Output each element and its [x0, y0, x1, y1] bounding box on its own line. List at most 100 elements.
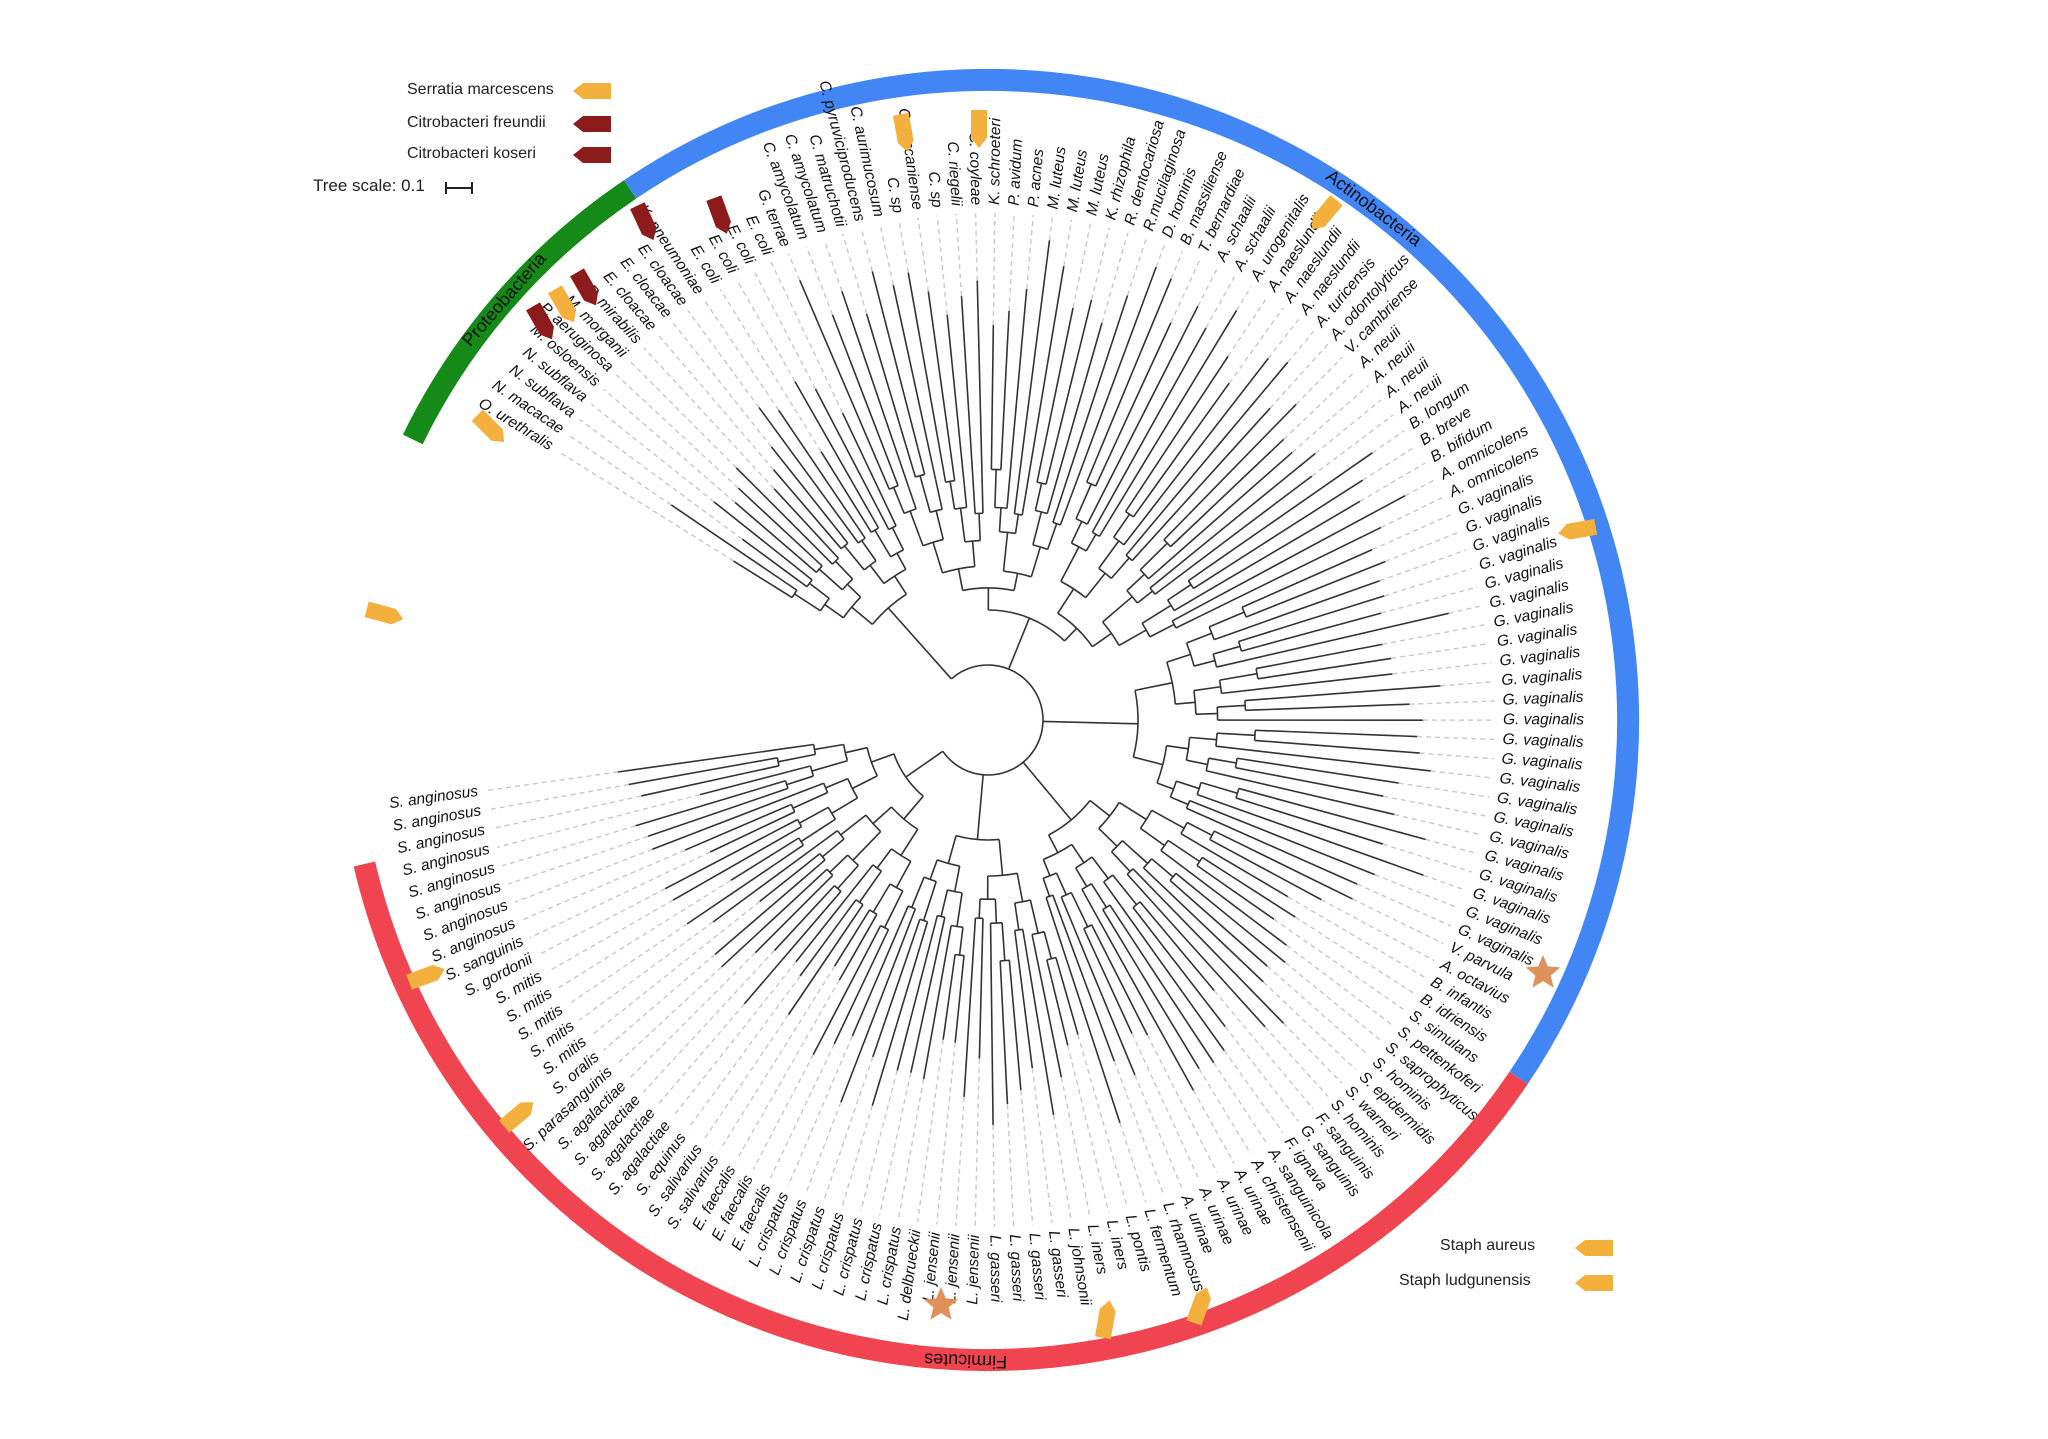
marker-arrow-icon — [365, 602, 406, 627]
branch — [1076, 868, 1087, 887]
branch — [1137, 591, 1152, 603]
branch — [1014, 573, 1017, 590]
leaf-guide — [1274, 919, 1404, 1010]
branch — [1239, 788, 1273, 797]
legend-item-staph-aureus: Staph aureus — [1440, 1237, 1535, 1255]
branch — [979, 899, 980, 918]
branch — [1082, 889, 1093, 909]
branch — [835, 561, 852, 579]
branch — [1087, 450, 1100, 482]
branch — [888, 608, 951, 679]
branch — [1001, 442, 1002, 470]
branch — [1171, 452, 1292, 558]
branch — [933, 542, 942, 573]
branch — [1194, 661, 1215, 666]
leaf-guide — [993, 213, 995, 325]
branch — [838, 865, 859, 888]
branch — [854, 865, 873, 889]
branch — [1239, 634, 1263, 641]
branch — [1171, 476, 1312, 582]
leaf-guide — [1120, 1123, 1146, 1202]
branch — [936, 511, 943, 540]
leaf-guide — [502, 826, 635, 866]
leaf-guide — [658, 1004, 745, 1105]
leaf-guide — [788, 1036, 852, 1186]
leaf-guide — [522, 850, 685, 920]
branch — [1122, 841, 1147, 864]
branch — [1242, 593, 1274, 607]
leaf-guide — [1380, 550, 1466, 581]
branch — [794, 594, 820, 611]
leaf-guide — [1372, 431, 1404, 453]
leaf-guide — [1382, 625, 1486, 645]
branch — [1007, 478, 1010, 508]
branch — [1150, 624, 1174, 636]
branch — [835, 934, 855, 967]
leaf-guide — [956, 214, 961, 296]
leaf-guide — [569, 435, 672, 505]
branch — [1086, 573, 1105, 597]
leaf-label: G. vaginalis — [1502, 689, 1584, 709]
branch — [788, 934, 843, 1015]
leaf-guide — [1383, 796, 1486, 816]
leaf-guide — [508, 836, 648, 884]
leaf-guide — [1431, 771, 1492, 778]
branch — [1046, 465, 1051, 484]
leaf-guide — [688, 976, 800, 1129]
leaf-guide — [1409, 701, 1494, 704]
branch — [800, 280, 880, 466]
branch — [1002, 923, 1005, 961]
branch — [750, 758, 778, 763]
leaf-guide — [1295, 917, 1415, 994]
leaf-label: C. sp — [925, 171, 946, 209]
leaf-guide — [688, 311, 759, 408]
leaf-guide — [548, 900, 673, 972]
branch — [1023, 929, 1029, 964]
branch — [1210, 840, 1228, 849]
leaf-guide — [1267, 966, 1368, 1055]
branch — [979, 513, 980, 540]
legend-label: Serratia marcescens — [407, 81, 554, 98]
branch — [780, 579, 797, 590]
branch — [771, 584, 792, 597]
branch — [1209, 758, 1237, 763]
branch — [1286, 658, 1392, 674]
leaf-guide — [736, 980, 839, 1160]
branch — [1176, 781, 1199, 788]
branch — [832, 798, 858, 813]
leaf-guide — [1064, 220, 1072, 266]
branch — [735, 502, 797, 556]
branch — [877, 507, 889, 529]
branch — [819, 831, 837, 844]
leaf-guide — [1405, 480, 1434, 496]
leaf-guide — [1198, 268, 1217, 306]
branch — [1246, 607, 1272, 617]
branch — [766, 781, 785, 787]
leaf-guide — [1360, 463, 1425, 501]
branch — [937, 917, 944, 951]
tree-scale-text: Tree scale: 0.1 — [313, 176, 425, 195]
branch — [892, 528, 903, 550]
leaf-guide — [1424, 875, 1466, 890]
branch — [891, 467, 898, 486]
branch — [826, 779, 848, 788]
leaf-guide — [1009, 214, 1014, 311]
leaf-label: L. jensenii — [964, 1234, 983, 1305]
legend-arrow-icon — [1575, 1240, 1613, 1256]
branch — [1152, 810, 1184, 828]
leaf-guide — [1156, 245, 1164, 267]
branch — [807, 552, 822, 566]
leaf-guide — [1417, 737, 1494, 740]
leaf-guide — [1228, 297, 1267, 356]
branch — [796, 568, 812, 580]
branch — [982, 485, 983, 513]
branch — [714, 502, 796, 568]
branch — [1035, 483, 1041, 510]
branch — [960, 927, 963, 955]
leaf-guide — [1363, 447, 1415, 481]
leaf-guide — [899, 221, 908, 273]
branch — [974, 918, 975, 938]
branch — [847, 584, 860, 597]
leaf-guide — [1288, 897, 1425, 978]
legend-label: Citrobacteri freundii — [407, 114, 546, 131]
